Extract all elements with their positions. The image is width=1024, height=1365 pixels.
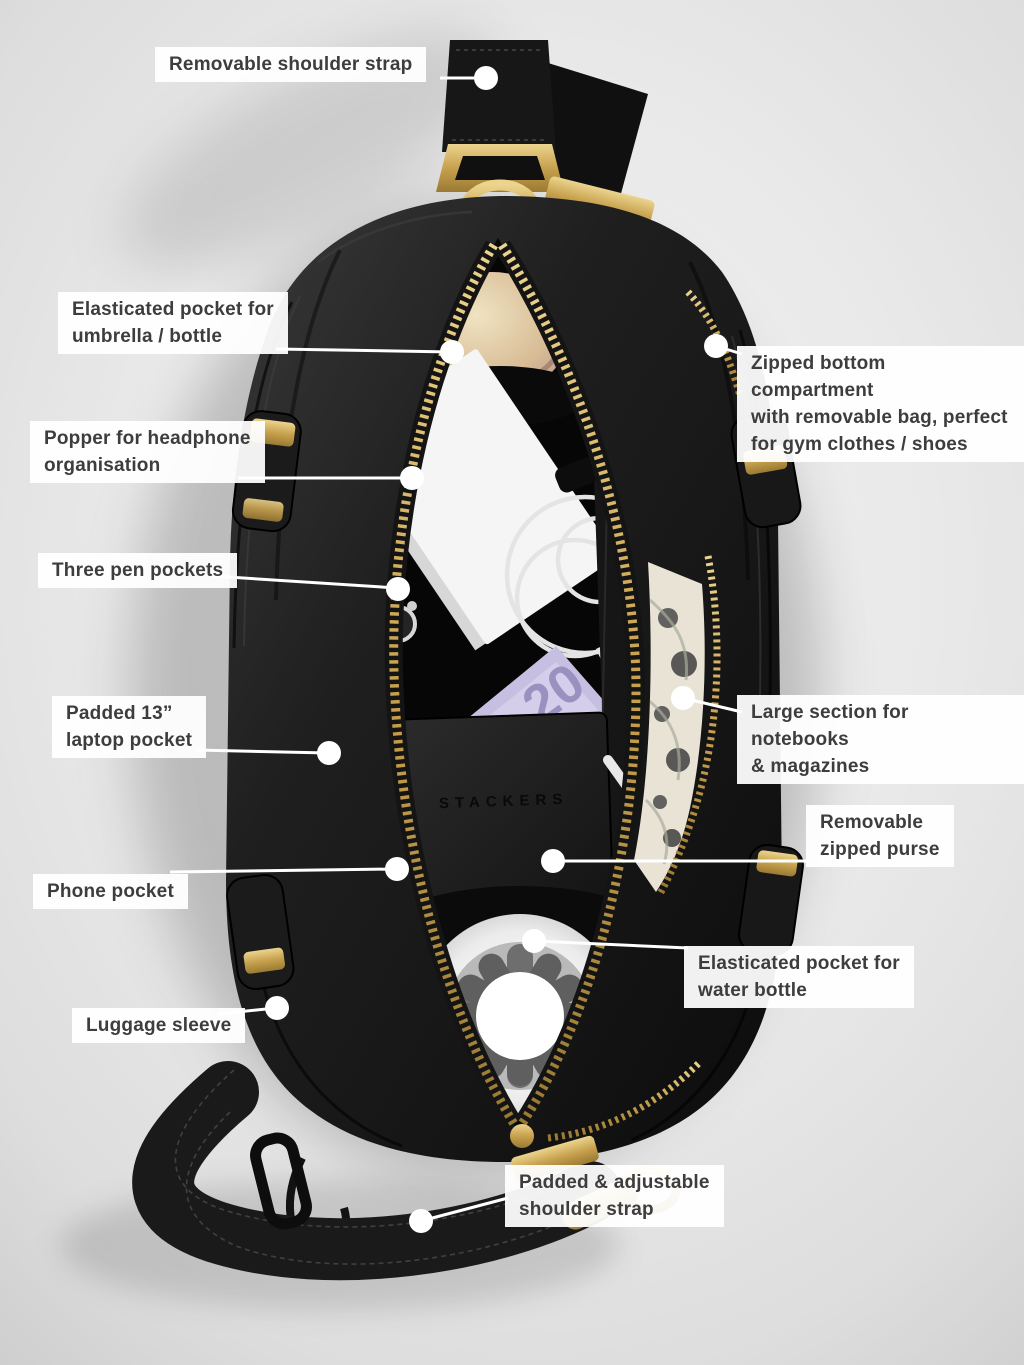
callout-label-removable-shoulder-strap: Removable shoulder strap [155,47,427,82]
callout-dot-phone-pocket [385,857,409,881]
callout-dot-large-section [671,686,695,710]
marbled-notebook [644,598,697,865]
callout-line-phone-pocket [169,867,397,874]
strap-keeper-loop [250,1132,312,1230]
side-strap-keepers [226,410,804,991]
callout-dot-elasticated-umbrella [440,340,464,364]
callout-dot-popper-headphone [400,466,424,490]
zipper-teeth-left [389,242,518,1127]
purse-brand-text: STACKERS [439,791,569,813]
callout-label-three-pen-pockets: Three pen pockets [38,553,238,588]
callout-label-removable-purse: Removable zipped purse [806,805,954,867]
callout-line-elasticated-umbrella [275,347,453,354]
gold-zip-slider-bottom [510,1124,534,1148]
callout-label-padded-laptop: Padded 13” laptop pocket [52,696,207,758]
callout-label-water-bottle: Elasticated pocket for water bottle [684,946,914,1008]
gold-buckle-left-bottom [243,947,286,974]
callout-label-zipped-bottom: Zipped bottom compartment with removable… [737,346,1024,462]
callout-dot-removable-shoulder-strap [474,66,498,90]
callout-dot-water-bottle [522,929,546,953]
callout-dot-padded-adjustable-strap [409,1209,433,1233]
callout-label-luggage-sleeve: Luggage sleeve [72,1008,246,1043]
callout-dot-removable-purse [541,849,565,873]
callout-label-large-section: Large section for notebooks & magazines [737,695,1024,784]
callout-label-popper-headphone: Popper for headphone organisation [30,421,265,483]
callout-label-elasticated-umbrella: Elasticated pocket for umbrella / bottle [58,292,288,354]
zipper-teeth-right [498,242,641,1127]
callout-dot-zipped-bottom [704,334,728,358]
popper-tab [555,457,599,493]
callout-line-water-bottle [533,939,689,950]
callout-dot-luggage-sleeve [265,996,289,1020]
gold-buckle-right-bottom [756,850,798,877]
callout-line-padded-adjustable-strap [420,1196,509,1223]
callout-line-three-pen-pockets [211,574,398,590]
callout-dot-padded-laptop [317,741,341,765]
notebook-section [634,555,721,896]
callout-dot-three-pen-pockets [386,577,410,601]
callout-line-padded-laptop [195,748,329,755]
callout-label-phone-pocket: Phone pocket [33,874,188,909]
main-zipper [384,240,646,1129]
callout-label-padded-adjustable-strap: Padded & adjustable shoulder strap [505,1165,724,1227]
